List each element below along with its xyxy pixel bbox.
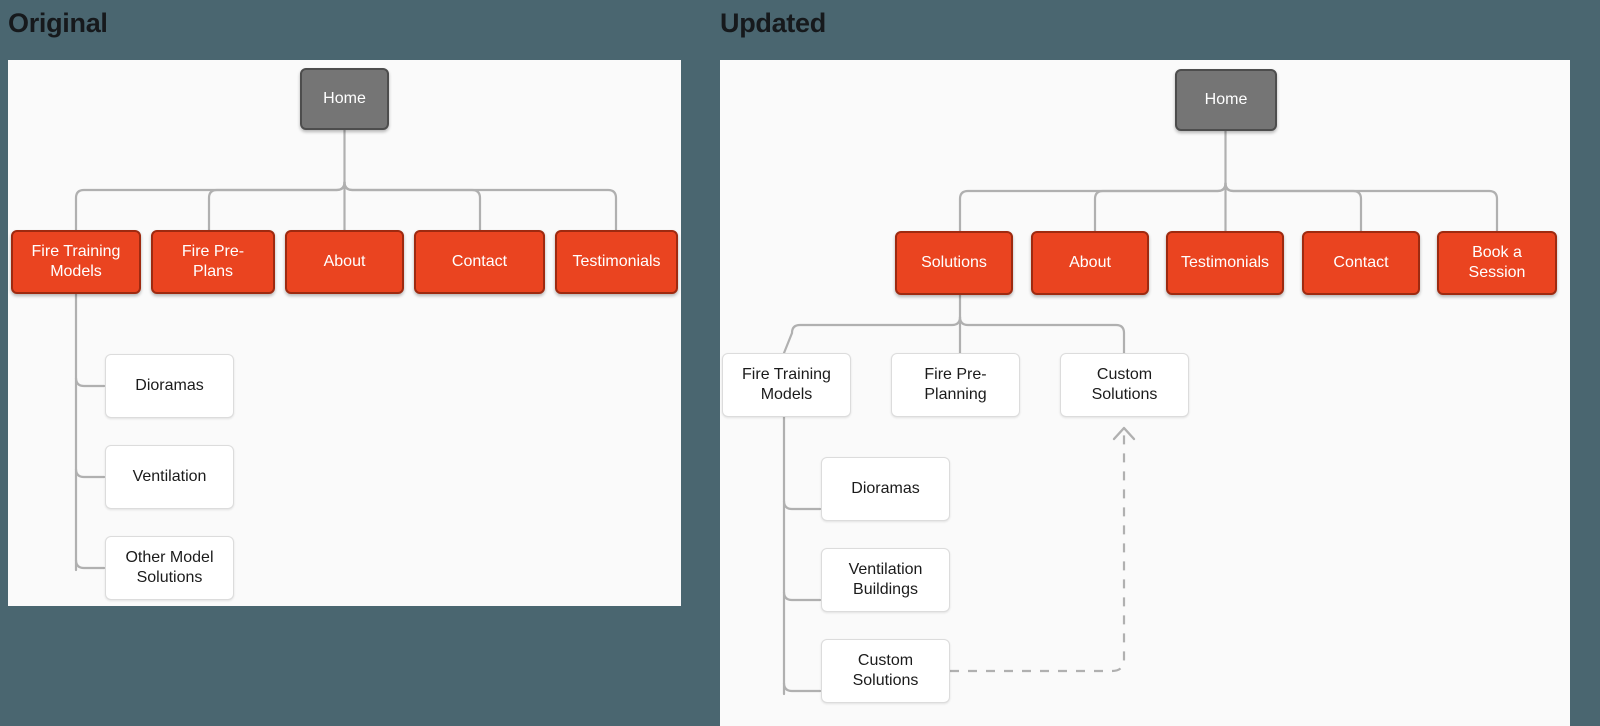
node-dioramas-original[interactable]: Dioramas xyxy=(105,354,234,418)
node-about-original[interactable]: About xyxy=(285,230,404,294)
node-home-original[interactable]: Home xyxy=(300,68,389,130)
node-testimonials-updated[interactable]: Testimonials xyxy=(1166,231,1284,295)
node-fire-training-models-updated[interactable]: Fire Training Models xyxy=(722,353,851,417)
node-other-model-solutions-original[interactable]: Other Model Solutions xyxy=(105,536,234,600)
sitemap-panel-original: Home Fire Training Models Fire Pre- Plan… xyxy=(8,60,681,606)
node-ventilation-original[interactable]: Ventilation xyxy=(105,445,234,509)
node-solutions-updated[interactable]: Solutions xyxy=(895,231,1013,295)
node-book-a-session-updated[interactable]: Book a Session xyxy=(1437,231,1557,295)
sitemap-panel-updated: Home Solutions About Testimonials Contac… xyxy=(720,60,1570,726)
node-custom-solutions-tertiary-updated[interactable]: Custom Solutions xyxy=(821,639,950,703)
connector-lines-original xyxy=(74,128,618,572)
node-fire-training-models-original[interactable]: Fire Training Models xyxy=(11,230,141,294)
panel-title-original: Original xyxy=(8,8,108,38)
panel-title-updated: Updated xyxy=(720,8,826,38)
node-home-updated[interactable]: Home xyxy=(1175,69,1277,131)
node-dioramas-updated[interactable]: Dioramas xyxy=(821,457,950,521)
node-about-updated[interactable]: About xyxy=(1031,231,1149,295)
dashed-link-arrowhead xyxy=(1112,426,1136,441)
node-fire-pre-planning-updated[interactable]: Fire Pre- Planning xyxy=(891,353,1020,417)
node-custom-solutions-secondary-updated[interactable]: Custom Solutions xyxy=(1060,353,1189,417)
node-contact-updated[interactable]: Contact xyxy=(1302,231,1420,295)
node-ventilation-buildings-updated[interactable]: Ventilation Buildings xyxy=(821,548,950,612)
node-contact-original[interactable]: Contact xyxy=(414,230,545,294)
node-testimonials-original[interactable]: Testimonials xyxy=(555,230,678,294)
dashed-link-custom-solutions xyxy=(950,435,1126,673)
node-fire-pre-plans-original[interactable]: Fire Pre- Plans xyxy=(151,230,275,294)
